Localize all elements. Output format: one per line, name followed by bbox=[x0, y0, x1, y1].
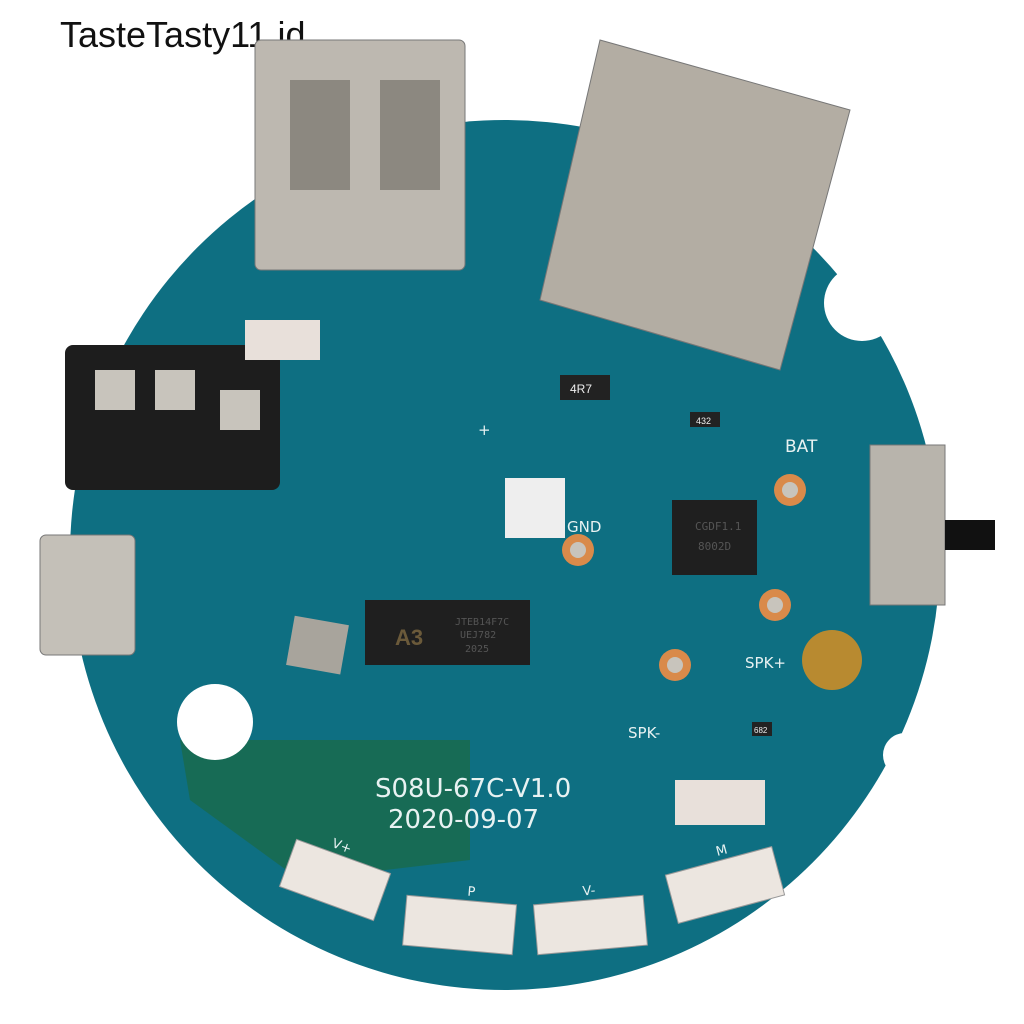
led bbox=[675, 780, 765, 825]
amp-chip bbox=[672, 500, 757, 575]
board-model: S08U-67C-V1.0 bbox=[375, 774, 571, 804]
board-date: 2020-09-07 bbox=[388, 805, 539, 835]
resistor bbox=[560, 375, 610, 400]
usb-a-slot bbox=[290, 80, 350, 190]
antenna-area bbox=[180, 740, 470, 880]
microsd-slot bbox=[539, 39, 851, 371]
switch-lever[interactable] bbox=[945, 520, 995, 550]
button-vol-up[interactable]: V+ bbox=[278, 824, 396, 922]
label-spk-minus: SPK- bbox=[628, 724, 660, 742]
resistor bbox=[752, 722, 772, 736]
resistor-label: 4R7 bbox=[570, 382, 592, 396]
button-vol-down[interactable]: V- bbox=[532, 879, 648, 956]
resistor bbox=[690, 412, 720, 427]
button-mode[interactable]: M bbox=[661, 831, 786, 924]
component bbox=[505, 478, 565, 538]
usb-a-slot bbox=[380, 80, 440, 190]
resistor-label: 432 bbox=[696, 416, 711, 426]
chip-text: CGDF1.1 bbox=[695, 520, 741, 533]
resistor-label: 682 bbox=[754, 726, 768, 735]
svg-text:V-: V- bbox=[582, 883, 596, 899]
chip-logo: A3 bbox=[395, 625, 423, 650]
crystal bbox=[286, 615, 349, 675]
chip-text: 8002D bbox=[698, 540, 731, 553]
label-bat: BAT bbox=[785, 437, 818, 457]
label-spk-plus: SPK+ bbox=[745, 654, 786, 672]
chip-text: UEJ782 bbox=[460, 630, 496, 641]
svg-text:V+: V+ bbox=[330, 836, 354, 857]
svg-text:P: P bbox=[467, 885, 476, 901]
mount-hole bbox=[177, 684, 253, 760]
chip-text: JTEB14F7C bbox=[455, 617, 509, 628]
slide-switch[interactable] bbox=[869, 444, 946, 606]
mount-hole bbox=[883, 733, 927, 777]
led bbox=[245, 320, 320, 360]
label-plus: + bbox=[478, 421, 491, 439]
svg-text:M: M bbox=[714, 842, 729, 859]
button-play[interactable]: P bbox=[402, 879, 518, 956]
chip-text: 2025 bbox=[465, 644, 489, 655]
microphone bbox=[802, 630, 862, 690]
label-gnd: GND bbox=[567, 518, 601, 536]
main-chip bbox=[365, 600, 530, 665]
mount-hole bbox=[824, 265, 900, 341]
micro-usb-port bbox=[39, 534, 136, 656]
